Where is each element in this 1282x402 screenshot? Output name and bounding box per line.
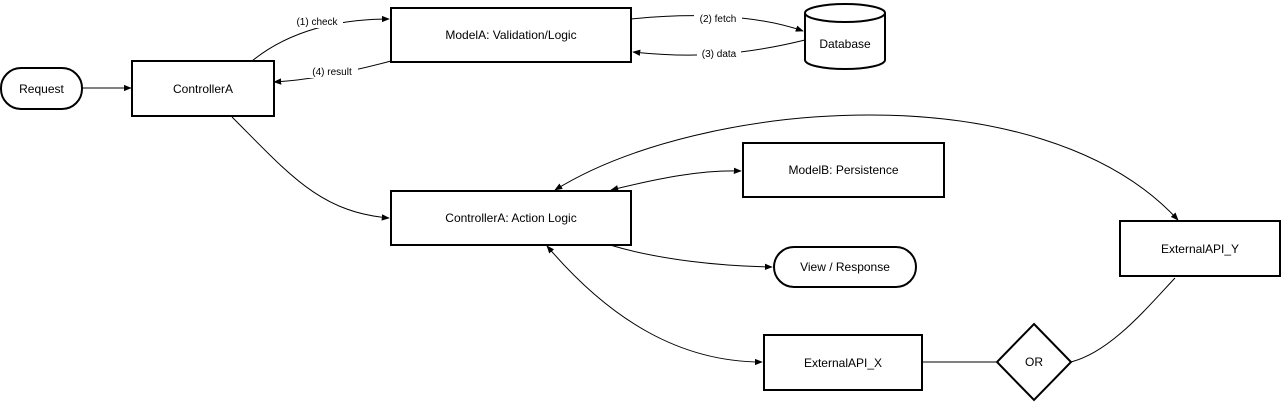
label-fetch: (2) fetch: [694, 11, 742, 25]
svg-text:ControllerA: ControllerA: [173, 82, 233, 96]
node-request: Request: [0, 67, 83, 110]
node-or-gate: OR: [995, 322, 1073, 402]
svg-text:(2) fetch: (2) fetch: [700, 14, 737, 25]
svg-text:ModelA: Validation/Logic: ModelA: Validation/Logic: [445, 28, 576, 42]
edge-controller-to-action: [231, 116, 390, 221]
svg-text:Request: Request: [19, 82, 64, 96]
svg-text:OR: OR: [1025, 355, 1043, 369]
node-controller-a-action: ControllerA: Action Logic: [390, 190, 632, 246]
node-model-b: ModelB: Persistence: [742, 142, 945, 198]
label-result: (4) result: [306, 64, 358, 78]
svg-text:ModelB: Persistence: ModelB: Persistence: [788, 163, 898, 177]
edge-check: [251, 15, 390, 62]
edge-action-view: [609, 244, 773, 271]
svg-text:(3) data: (3) data: [702, 49, 737, 60]
edge-action-external-x: [546, 245, 763, 366]
node-database: Database: [804, 3, 886, 70]
edge-action-external-y: [554, 114, 1179, 221]
node-model-a: ModelA: Validation/Logic: [390, 7, 632, 63]
edge-or-externaly: [1070, 277, 1176, 363]
label-data: (3) data: [697, 46, 741, 60]
svg-text:View / Response: View / Response: [800, 260, 890, 274]
svg-text:Database: Database: [819, 37, 871, 51]
node-view-response: View / Response: [773, 246, 917, 288]
svg-text:ExternalAPI_Y: ExternalAPI_Y: [1161, 242, 1239, 256]
node-external-api-x: ExternalAPI_X: [763, 334, 923, 391]
node-external-api-y: ExternalAPI_Y: [1119, 220, 1281, 277]
label-check: (1) check: [291, 14, 343, 28]
node-controller-a: ControllerA: [131, 60, 275, 117]
svg-text:(1) check: (1) check: [296, 17, 338, 28]
edge-action-modelb: [610, 167, 742, 192]
svg-text:ExternalAPI_X: ExternalAPI_X: [804, 356, 882, 370]
svg-text:ControllerA: Action Logic: ControllerA: Action Logic: [445, 211, 576, 225]
svg-text:(4) result: (4) result: [312, 67, 352, 78]
